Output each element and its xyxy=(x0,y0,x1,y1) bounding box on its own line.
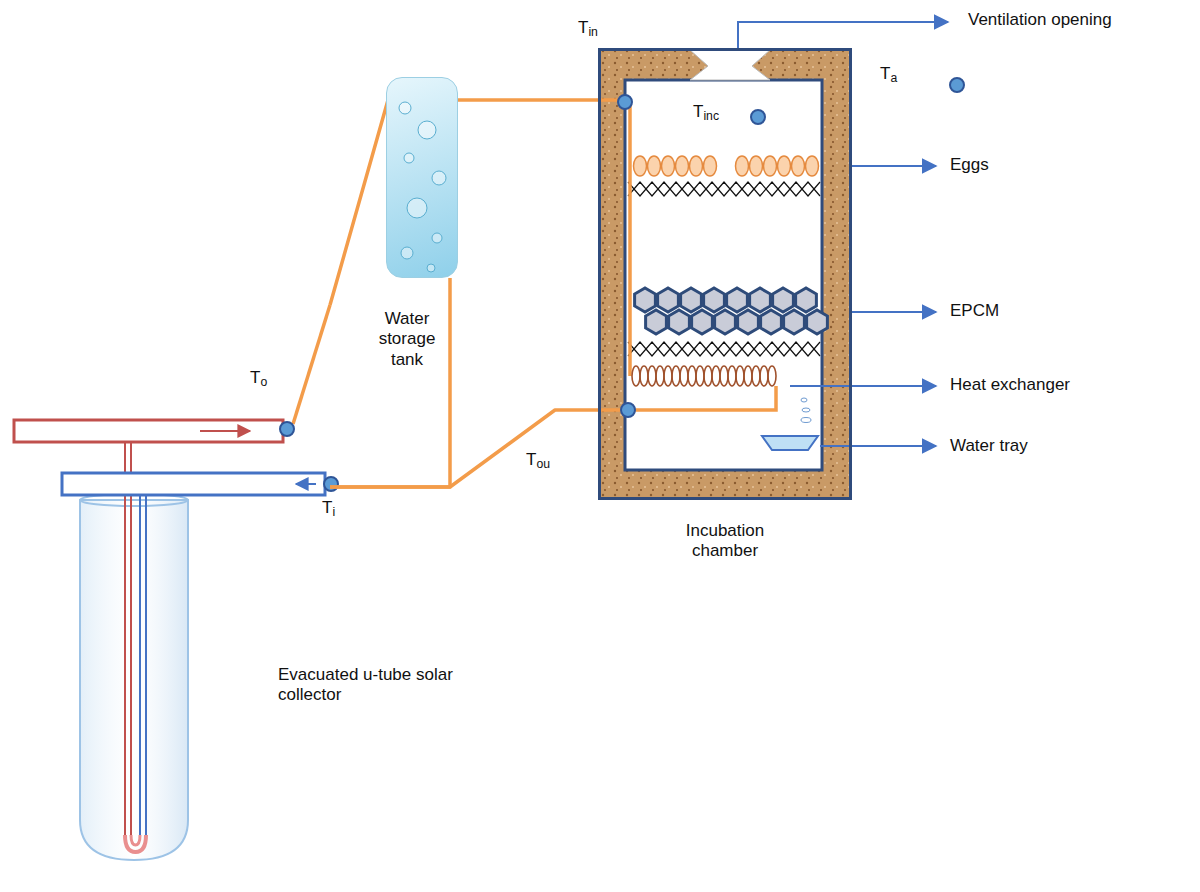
part-label: To xyxy=(250,368,267,388)
part-label: Tinc xyxy=(693,102,719,122)
sensor-dot xyxy=(280,78,964,491)
part-label: Tin xyxy=(578,18,598,38)
hot-header xyxy=(14,420,283,442)
part-label: Ventilation opening xyxy=(968,10,1112,30)
water-pipe xyxy=(330,410,598,487)
node-label: Incubation chamber xyxy=(660,521,790,562)
egg-row xyxy=(634,156,819,176)
vapour-bubbles xyxy=(801,398,811,423)
water-bubbles xyxy=(387,78,459,279)
glass-tube xyxy=(80,500,188,860)
part-label: Eggs xyxy=(950,155,989,175)
part-label: Ta xyxy=(880,64,897,84)
wire-mesh xyxy=(628,182,820,356)
heat-exchanger-coil xyxy=(632,366,776,386)
u-tube xyxy=(125,443,146,852)
flow-arrow xyxy=(200,430,250,432)
water-pipe xyxy=(330,100,598,305)
water-pipe xyxy=(330,278,450,487)
cold-header xyxy=(62,473,325,495)
insulation-wall xyxy=(598,48,852,500)
flow-arrow xyxy=(296,483,316,485)
part-label: Heat exchanger xyxy=(950,375,1070,395)
part-label: EPCM xyxy=(950,301,999,321)
part-label: Ti xyxy=(322,498,335,518)
leader-lines xyxy=(738,22,948,446)
ventilation-vent xyxy=(690,50,770,80)
inner-pipe xyxy=(598,100,630,376)
part-label: Water tray xyxy=(950,436,1028,456)
epcm-capsules xyxy=(635,288,828,334)
outlet-stub xyxy=(293,305,330,424)
water-tray xyxy=(762,436,818,450)
solar-collector: Evacuated u-tube solar collector xyxy=(14,418,330,860)
node-label: Evacuated u-tube solar collector xyxy=(278,665,498,706)
node-label: Water storage tank xyxy=(367,309,447,370)
water-tank: Water storage tank xyxy=(386,77,458,278)
part-label: Tou xyxy=(526,450,550,470)
incubation-chamber: Incubation chamber xyxy=(598,48,852,500)
